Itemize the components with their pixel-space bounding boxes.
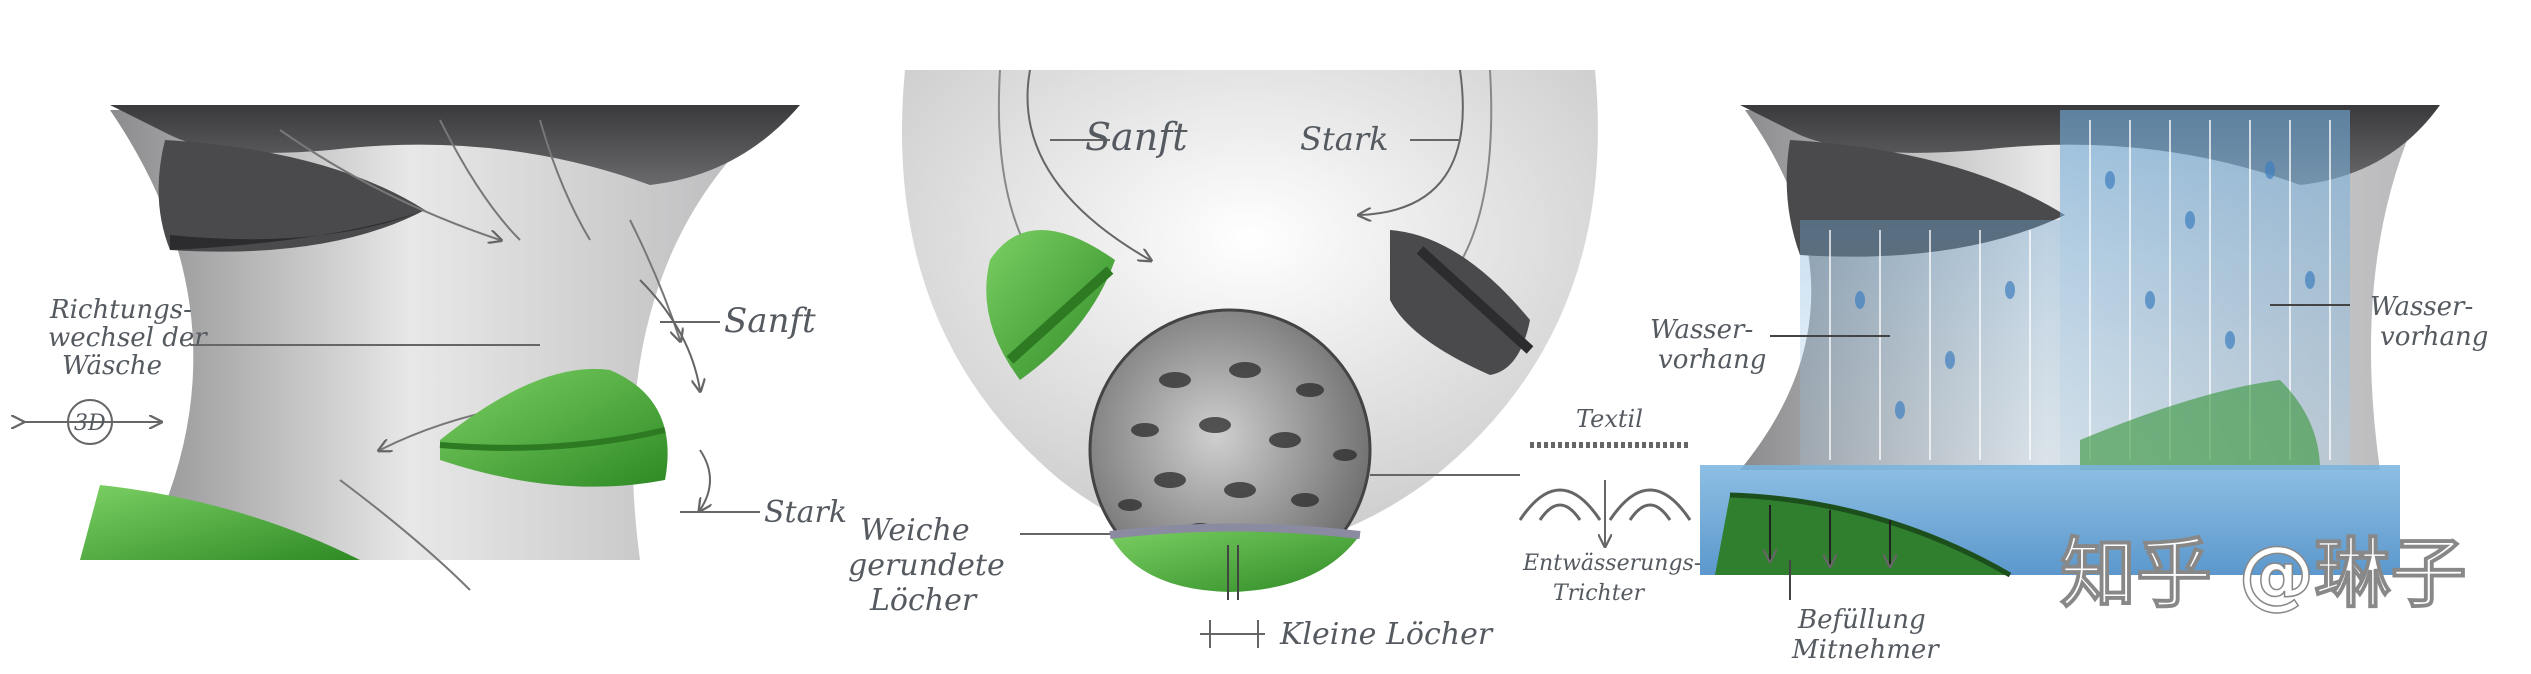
label-weiche-1: Weiche xyxy=(860,513,970,548)
label-kleine-loecher: Kleine Löcher xyxy=(1279,617,1494,652)
textil-funnel-icon xyxy=(1518,442,1692,545)
label-richtung-1: Richtungs- xyxy=(49,295,192,325)
green-paddle-right xyxy=(440,368,668,487)
watermark: 知乎 @琳子 xyxy=(2060,529,2466,618)
label-textil: Textil xyxy=(1576,405,1643,433)
label-stark-2: Stark xyxy=(1300,120,1389,158)
label-befuellung-2: Mitnehmer xyxy=(1791,635,1940,665)
dark-paddle-right xyxy=(1390,230,1530,375)
label-wasser-right-1: Wasser- xyxy=(2370,292,2473,322)
drum-top-band xyxy=(110,105,800,185)
green-paddle-bottom xyxy=(80,485,360,560)
label-wasser-left-2: vorhang xyxy=(1658,345,1766,375)
label-weiche-3: Löcher xyxy=(869,583,978,618)
dark-paddle-edge xyxy=(170,212,420,250)
label-weiche-2: gerundete xyxy=(848,548,1005,583)
label-trichter-1: Entwässerungs- xyxy=(1522,551,1701,576)
green-paddle-front xyxy=(1715,495,2010,575)
label-wasser-right-2: vorhang xyxy=(2380,322,2488,352)
label-3d: 3D xyxy=(74,411,106,436)
panel-3-water-curtain xyxy=(1700,105,2440,600)
label-befuellung-1: Befüllung xyxy=(1797,605,1926,635)
green-paddle-left xyxy=(986,230,1115,380)
label-sanft-1: Sanft xyxy=(724,301,816,341)
dark-paddle xyxy=(158,140,426,252)
panel-2-paddle-closeup xyxy=(901,69,1692,648)
label-wasser-left-1: Wasser- xyxy=(1650,315,1753,345)
label-stark-1: Stark xyxy=(764,495,847,530)
label-sanft-2: Sanft xyxy=(1085,115,1188,159)
label-richtung-2: wechsel der xyxy=(48,323,208,353)
rotation-3d-icon xyxy=(22,399,160,445)
label-trichter-2: Trichter xyxy=(1553,581,1646,606)
label-richtung-3: Wäsche xyxy=(62,351,162,381)
panel-1-drum-section xyxy=(22,105,800,591)
